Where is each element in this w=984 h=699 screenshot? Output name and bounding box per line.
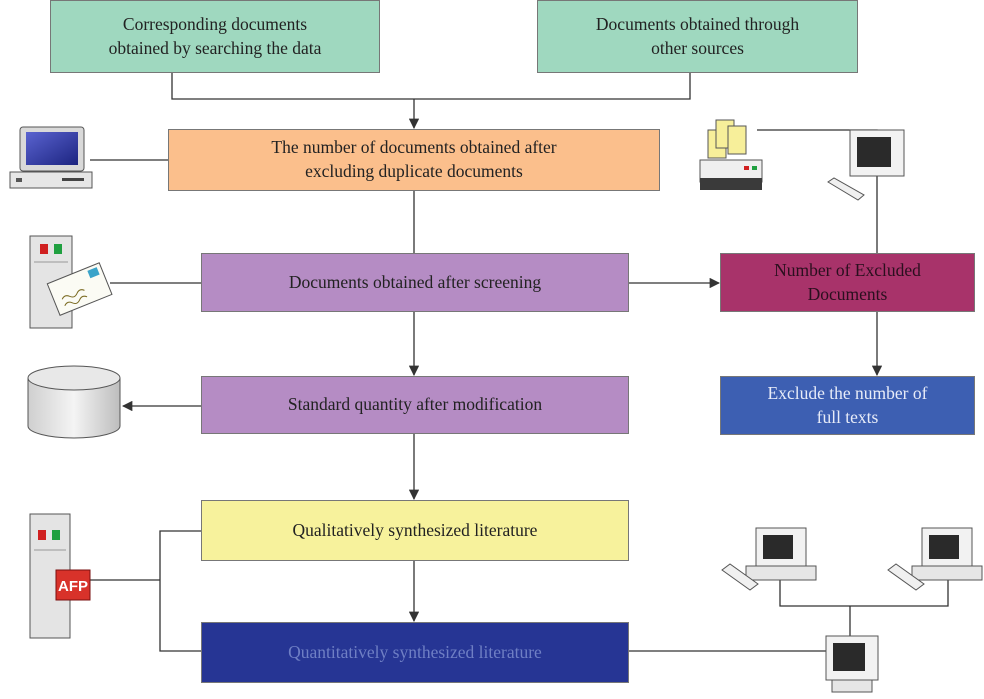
afp-server-icon: AFP [29,513,91,639]
box-full-texts: Exclude the number of full texts [720,376,975,435]
mail-server-icon [29,235,113,329]
box-line: Qualitatively synthesized literature [292,519,538,540]
box-line: Standard quantity after modification [287,394,543,415]
printer-icon [699,119,763,190]
crt-computer-icon-bottom [825,635,879,693]
database-icon [27,365,121,439]
box-line: Number of Excluded [774,259,921,280]
box-line: excluding duplicate documents [305,161,523,181]
box-no-duplicates: The number of documents obtained after ex… [168,129,660,191]
crt-computer-icon-top [827,129,905,201]
box-quantitative-literature: Quantitatively synthesized literature [201,622,629,683]
box-qualitative-literature: Qualitatively synthesized literature [201,500,629,561]
network-lines [779,575,949,607]
box-other-sources: Documents obtained through other sources [537,0,858,73]
desktop-computer-icon [9,126,93,189]
box-line: Documents obtained through [595,13,800,34]
box-line: obtained by searching the data [108,37,322,58]
bracket-qual-quant [159,530,201,652]
box-line: Corresponding documents [122,13,308,34]
afp-badge-label: AFP [58,578,88,595]
box-corresponding-documents: Corresponding documents obtained by searc… [50,0,380,73]
box-line: Documents obtained after screening [288,271,542,292]
box-screening: Documents obtained after screening [201,253,629,312]
crt-computer-icon-right [887,527,983,591]
box-line: other sources [651,37,744,58]
box-line: The number of documents obtained after [271,137,557,158]
box-line: Documents [807,283,888,304]
box-line: Exclude the number of [767,382,928,403]
crt-computer-icon-left [721,527,817,591]
box-line: Quantitatively synthesized literature [288,641,542,662]
box-standard-quantity: Standard quantity after modification [201,376,629,434]
connector-lines [68,73,949,652]
box-line: full texts [816,406,879,427]
merge-line [171,73,691,100]
